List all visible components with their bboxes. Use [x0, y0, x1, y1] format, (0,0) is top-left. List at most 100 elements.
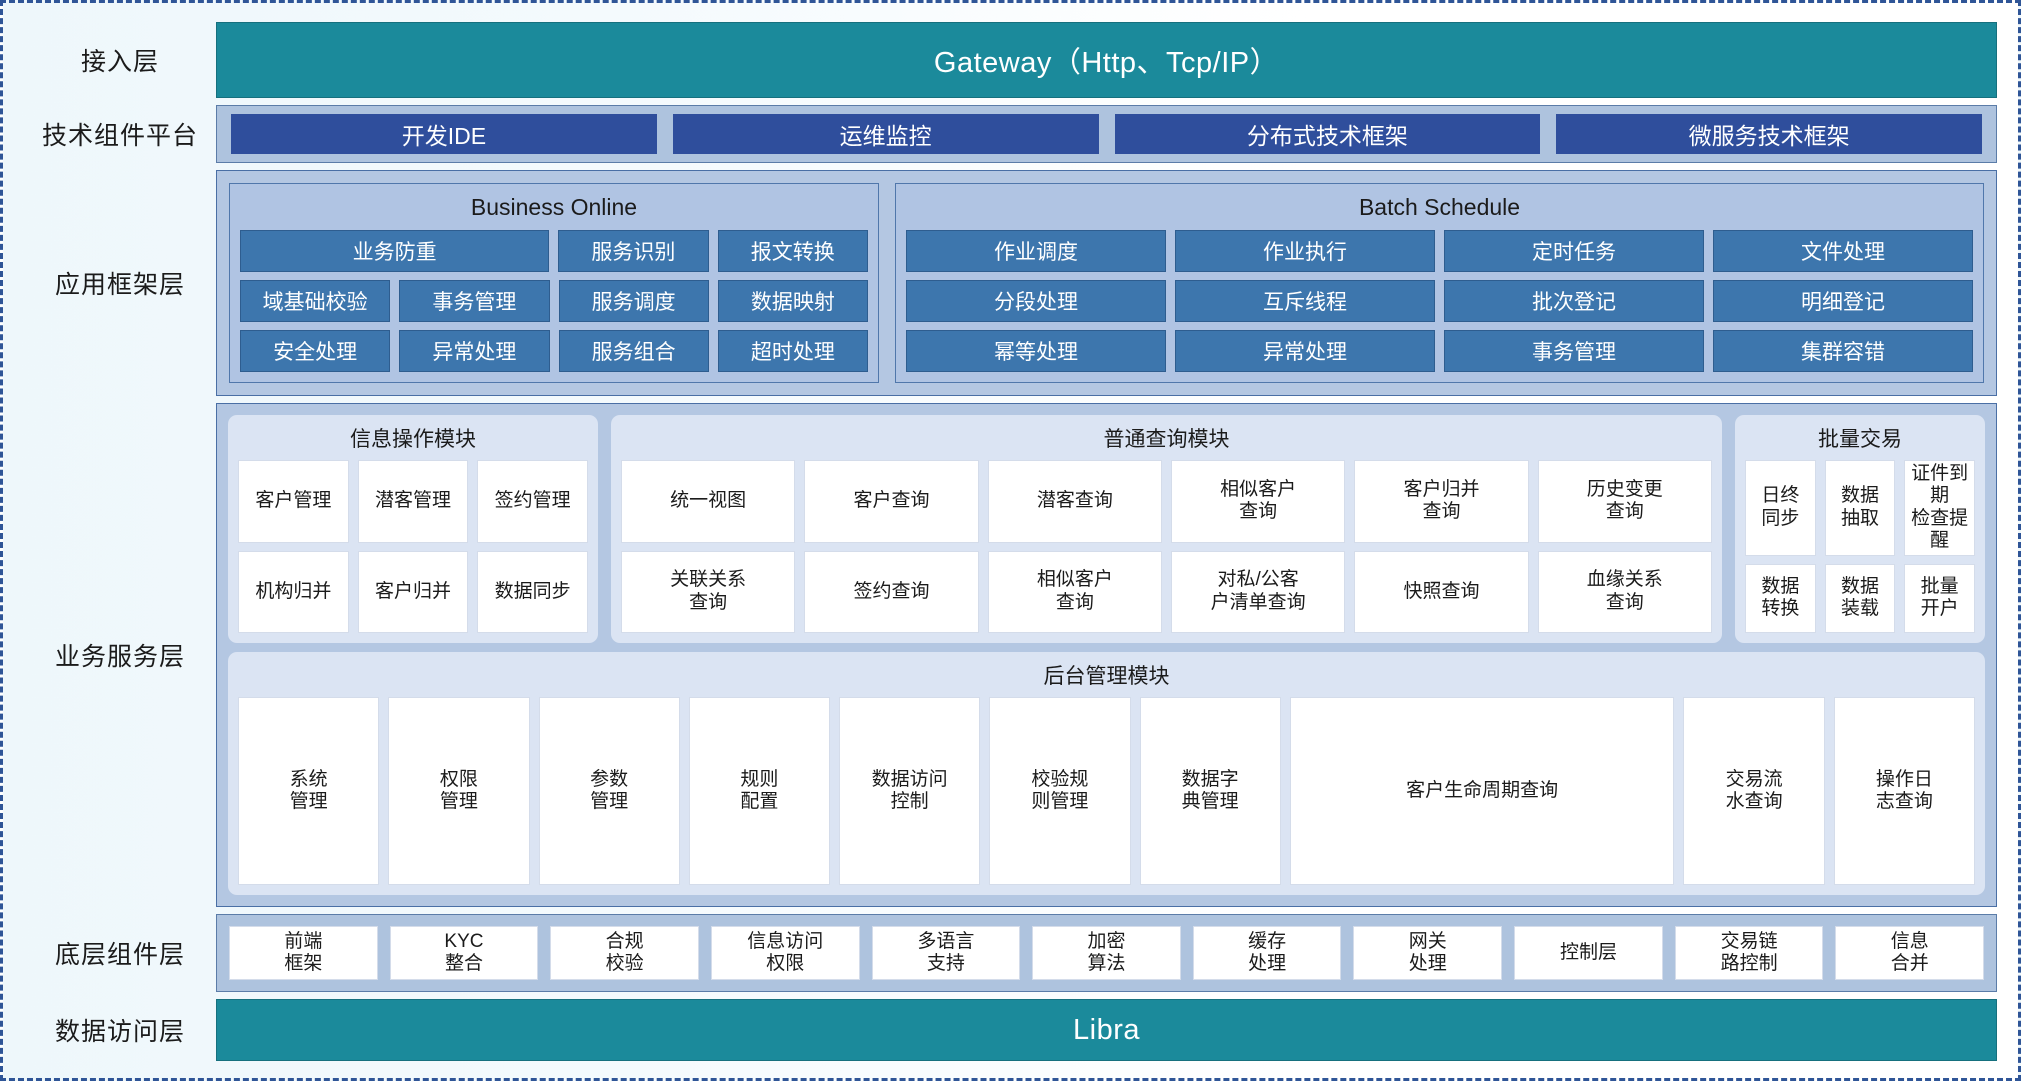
app-framework-cell-1-0-3[interactable]: 文件处理	[1713, 230, 1973, 272]
admin-module-cell-6[interactable]: 数据字典管理	[1139, 697, 1281, 885]
gateway-bar[interactable]: Gateway（Http、Tcp/IP）	[216, 22, 1997, 98]
admin-module-cell-5[interactable]: 校验规则管理	[989, 697, 1131, 885]
base-component-item-9[interactable]: 交易链路控制	[1674, 926, 1824, 980]
business-module-cell-2-1-0[interactable]: 数据转换	[1745, 563, 1816, 633]
tech-platform-item-2[interactable]: 分布式技术框架	[1114, 114, 1541, 154]
business-module-cell-0-0-1[interactable]: 潜客管理	[357, 460, 469, 543]
app-framework-group-title-0: Business Online	[470, 194, 638, 220]
business-module-cell-2-0-0[interactable]: 日终同步	[1745, 460, 1816, 556]
business-module-cell-1-0-5[interactable]: 历史变更查询	[1537, 460, 1712, 543]
business-module-cell-2-1-2[interactable]: 批量开户	[1904, 563, 1976, 633]
app-framework-cell-0-1-2[interactable]: 服务调度	[558, 280, 709, 322]
base-component-item-8[interactable]: 控制层	[1514, 926, 1663, 980]
tech-platform-item-3[interactable]: 微服务技术框架	[1556, 114, 1982, 154]
layer-label-app-framework: 应用框架层	[54, 271, 185, 299]
base-component-item-10[interactable]: 信息合并	[1835, 926, 1985, 980]
business-module-cell-0-0-2[interactable]: 签约管理	[477, 460, 589, 543]
app-framework-row-1-0: 作业调度作业执行定时任务文件处理	[906, 230, 1973, 272]
admin-module-cell-3[interactable]: 规则配置	[688, 697, 830, 885]
app-framework-cell-1-0-1[interactable]: 作业执行	[1175, 230, 1435, 272]
business-module-cell-0-1-2[interactable]: 数据同步	[477, 550, 589, 633]
business-module-cell-1-1-1[interactable]: 签约查询	[804, 550, 979, 633]
app-framework-cell-1-2-2[interactable]: 事务管理	[1444, 330, 1704, 372]
base-component-item-7[interactable]: 网关处理	[1353, 926, 1503, 980]
tech-platform-panel: 开发IDE 运维监控分布式技术框架微服务技术框架	[216, 105, 1997, 163]
business-module-cell-0-1-1[interactable]: 客户归并	[357, 550, 469, 633]
admin-module-cell-0[interactable]: 系统管理	[238, 697, 380, 885]
layer-label-tech-platform: 技术组件平台	[41, 122, 198, 150]
business-module-grid-1: 统一视图客户查询潜客查询相似客户查询客户归并查询历史变更查询关联关系查询签约查询…	[621, 460, 1712, 633]
business-module-cell-1-0-1[interactable]: 客户查询	[804, 460, 979, 543]
base-component-item-5[interactable]: 加密算法	[1032, 926, 1181, 980]
app-framework-cell-0-1-1[interactable]: 事务管理	[399, 280, 550, 322]
layer-label-business-service: 业务服务层	[54, 643, 185, 671]
admin-module-cell-1[interactable]: 权限管理	[388, 697, 530, 885]
layer-row-data-access: 数据访问层 Libra	[24, 999, 1997, 1061]
app-framework-cell-0-1-0[interactable]: 域基础校验	[240, 280, 391, 322]
business-module-cell-1-1-3[interactable]: 对私/公客户清单查询	[1170, 550, 1346, 633]
libra-bar[interactable]: Libra	[216, 999, 1997, 1061]
admin-module-cell-8[interactable]: 交易流水查询	[1683, 697, 1825, 885]
business-modules-row: 信息操作模块客户管理潜客管理签约管理机构归并客户归并数据同步普通查询模块统一视图…	[228, 415, 1985, 643]
app-framework-cell-1-0-2[interactable]: 定时任务	[1444, 230, 1704, 272]
admin-module-cell-2[interactable]: 参数管理	[538, 697, 680, 885]
base-component-item-3[interactable]: 信息访问权限	[710, 926, 860, 980]
admin-module-cell-4[interactable]: 数据访问控制	[839, 697, 981, 885]
business-module-cell-1-1-5[interactable]: 血缘关系查询	[1537, 550, 1712, 633]
business-module-row-1-0: 统一视图客户查询潜客查询相似客户查询客户归并查询历史变更查询	[621, 460, 1712, 543]
app-framework-cell-0-2-3[interactable]: 超时处理	[717, 330, 868, 372]
business-module-cell-1-0-2[interactable]: 潜客查询	[987, 460, 1162, 543]
base-component-item-4[interactable]: 多语言支持	[871, 926, 1021, 980]
business-module-cell-0-1-0[interactable]: 机构归并	[238, 550, 349, 633]
app-framework-cell-1-2-3[interactable]: 集群容错	[1713, 330, 1973, 372]
layer-label-data-access: 数据访问层	[54, 1018, 185, 1046]
business-module-cell-1-1-4[interactable]: 快照查询	[1354, 550, 1529, 633]
base-component-item-2[interactable]: 合规校验	[550, 926, 699, 980]
app-framework-row-1-1: 分段处理互斥线程批次登记明细登记	[906, 280, 1973, 322]
app-framework-cell-0-2-1[interactable]: 异常处理	[399, 330, 550, 372]
business-module-row-1-1: 关联关系查询签约查询相似客户查询对私/公客户清单查询快照查询血缘关系查询	[621, 550, 1712, 633]
layer-body-business-service: 信息操作模块客户管理潜客管理签约管理机构归并客户归并数据同步普通查询模块统一视图…	[216, 403, 1997, 907]
tech-platform-item-0[interactable]: 开发IDE	[231, 114, 657, 154]
business-module-row-0-1: 机构归并客户归并数据同步	[238, 550, 589, 633]
business-module-row-0-0: 客户管理潜客管理签约管理	[238, 460, 589, 543]
business-module-cell-1-0-0[interactable]: 统一视图	[621, 460, 796, 543]
base-component-item-6[interactable]: 缓存处理	[1192, 926, 1342, 980]
app-framework-cell-1-2-1[interactable]: 异常处理	[1175, 330, 1435, 372]
business-module-cell-2-0-2[interactable]: 证件到期检查提醒	[1904, 460, 1976, 556]
app-framework-row-0-0: 业务防重服务识别报文转换	[240, 230, 868, 272]
app-framework-grid-0: 业务防重服务识别报文转换域基础校验事务管理服务调度数据映射安全处理异常处理服务组…	[240, 230, 868, 372]
business-module-cell-0-0-0[interactable]: 客户管理	[238, 460, 349, 543]
business-module-cell-2-0-1[interactable]: 数据抽取	[1824, 460, 1896, 556]
admin-module-cell-9[interactable]: 操作日志查询	[1833, 697, 1975, 885]
app-framework-cell-0-0-1[interactable]: 服务识别	[558, 230, 709, 272]
business-service-panel: 信息操作模块客户管理潜客管理签约管理机构归并客户归并数据同步普通查询模块统一视图…	[216, 403, 1997, 907]
app-framework-cell-0-2-2[interactable]: 服务组合	[558, 330, 709, 372]
tech-platform-item-1[interactable]: 运维监控	[672, 114, 1099, 154]
app-framework-cell-1-1-3[interactable]: 明细登记	[1713, 280, 1973, 322]
app-framework-cell-1-0-0[interactable]: 作业调度	[906, 230, 1166, 272]
app-framework-row-0-1: 域基础校验事务管理服务调度数据映射	[240, 280, 868, 322]
app-framework-cell-0-0-0[interactable]: 业务防重	[240, 230, 550, 272]
admin-module-cell-7[interactable]: 客户生命周期查询	[1289, 697, 1675, 885]
app-framework-cell-1-1-2[interactable]: 批次登记	[1444, 280, 1704, 322]
app-framework-cell-0-1-3[interactable]: 数据映射	[717, 280, 868, 322]
business-module-cell-1-0-4[interactable]: 客户归并查询	[1354, 460, 1529, 543]
base-component-item-0[interactable]: 前端框架	[229, 926, 378, 980]
business-module-cell-1-0-3[interactable]: 相似客户查询	[1170, 460, 1346, 543]
app-framework-cell-1-1-0[interactable]: 分段处理	[906, 280, 1166, 322]
business-module-cell-1-1-2[interactable]: 相似客户查询	[987, 550, 1162, 633]
app-framework-cell-0-0-2[interactable]: 报文转换	[717, 230, 868, 272]
app-framework-cell-1-1-1[interactable]: 互斥线程	[1175, 280, 1435, 322]
business-module-cell-2-1-1[interactable]: 数据装载	[1824, 563, 1896, 633]
app-framework-cell-0-2-0[interactable]: 安全处理	[240, 330, 391, 372]
business-module-cell-1-1-0[interactable]: 关联关系查询	[621, 550, 796, 633]
layer-row-business-service: 业务服务层 信息操作模块客户管理潜客管理签约管理机构归并客户归并数据同步普通查询…	[24, 403, 1997, 907]
app-framework-cell-1-2-0[interactable]: 幂等处理	[906, 330, 1166, 372]
